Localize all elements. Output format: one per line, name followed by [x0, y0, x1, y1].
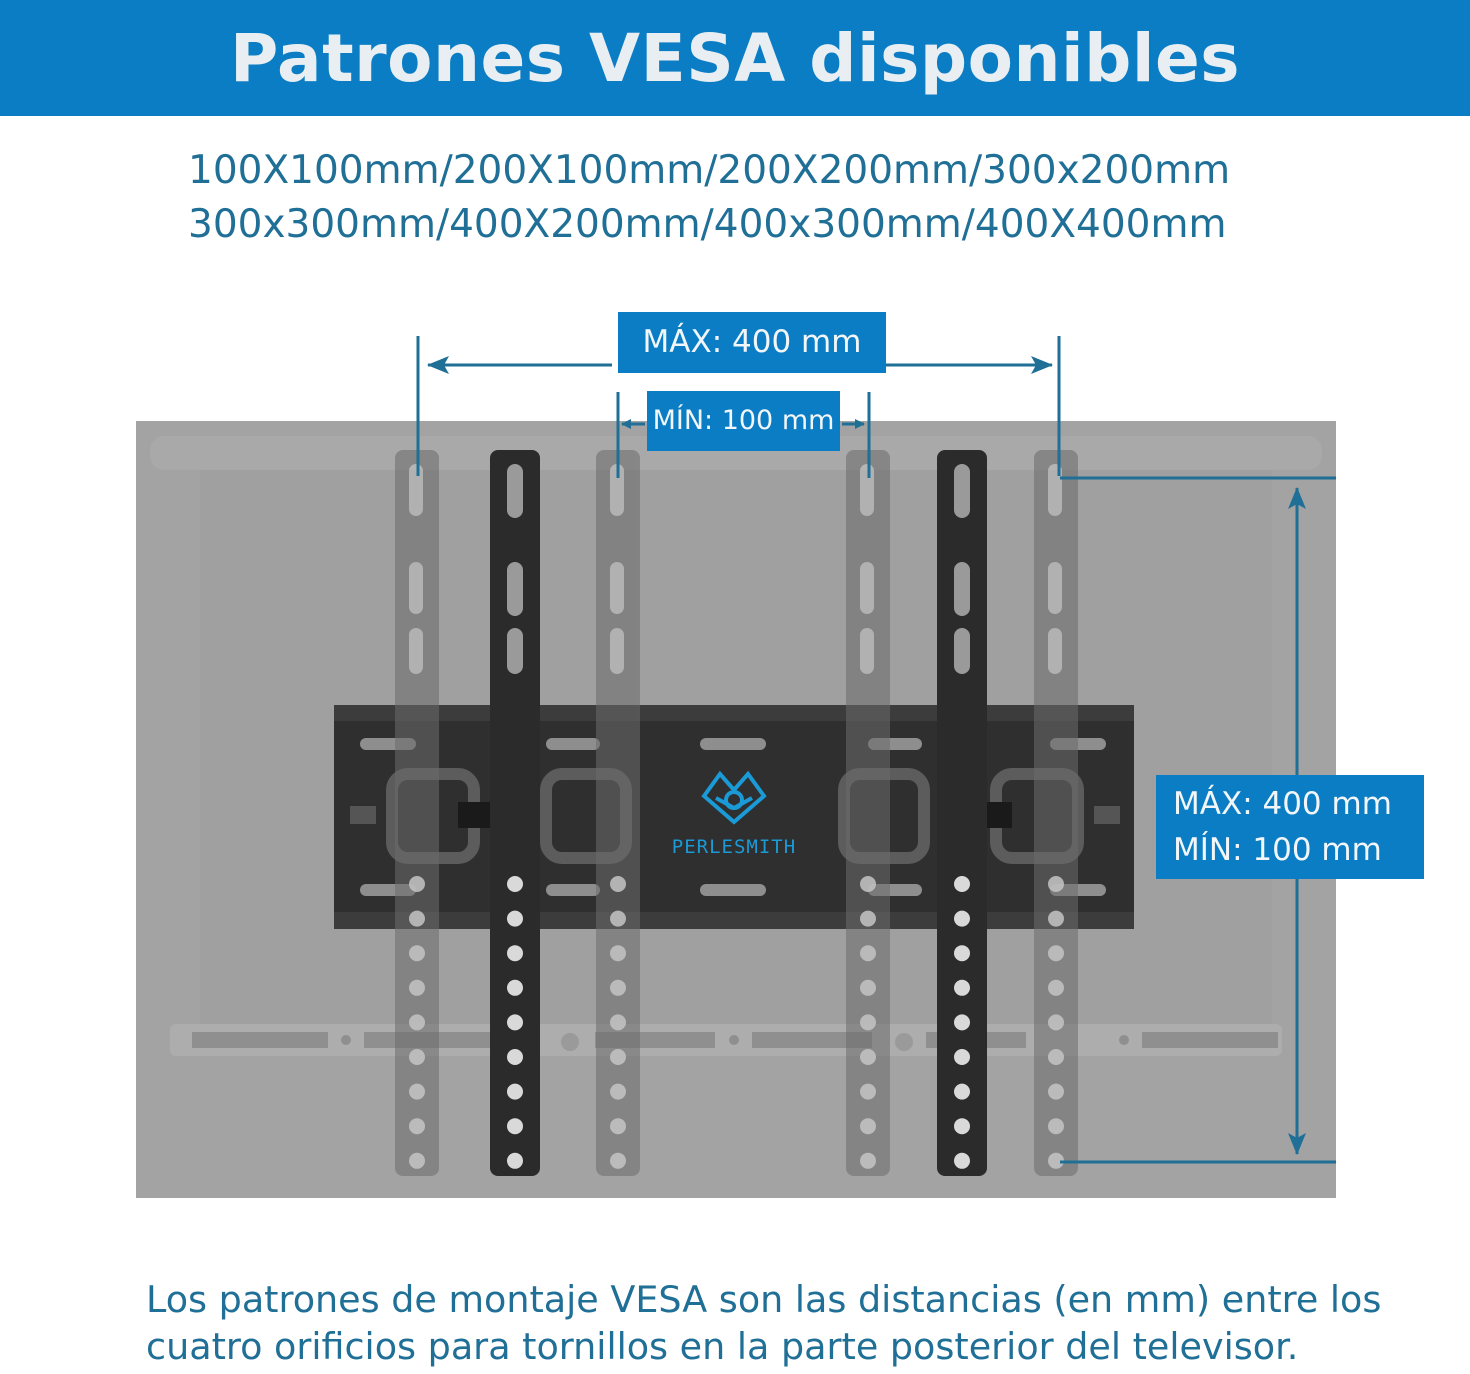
vertical-max-label: MÁX: 400 mm — [1173, 786, 1392, 822]
arm-hole — [1048, 1152, 1064, 1169]
arm-hole — [610, 1152, 626, 1169]
arm-hole — [860, 876, 876, 892]
horizontal-dimension-lines — [416, 336, 1061, 478]
arm-hole — [610, 945, 626, 962]
arm-hole — [409, 1152, 425, 1169]
arm-hole — [860, 1152, 876, 1169]
arm-hole — [954, 1152, 970, 1169]
arm-hole — [1048, 876, 1064, 892]
brand-name: PERLESMITH — [672, 836, 796, 858]
arm-hole — [610, 1118, 626, 1135]
vesa-explanation-line-2: cuatro orificios para tornillos en la pa… — [146, 1325, 1299, 1368]
arm-hole — [954, 1014, 970, 1031]
arm-hole — [860, 979, 876, 996]
arm-hole — [507, 1118, 523, 1135]
vesa-explanation-line-1: Los patrones de montaje VESA son las dis… — [146, 1278, 1382, 1321]
bracket-arm-ghost-right-outer — [1034, 450, 1078, 1176]
arm-hole — [954, 1083, 970, 1100]
arm-hole — [507, 1083, 523, 1100]
arm-hole — [409, 1014, 425, 1031]
bracket-arm-left — [490, 450, 540, 1176]
arm-hole — [610, 1049, 626, 1065]
arm-hole — [610, 1014, 626, 1031]
arm-hole — [954, 876, 970, 892]
vesa-explanation: Los patrones de montaje VESA son las dis… — [146, 1276, 1466, 1370]
arm-hole — [409, 1083, 425, 1100]
arm-hole — [507, 979, 523, 996]
bracket-arm-right — [937, 450, 987, 1176]
arm-hole — [954, 1118, 970, 1135]
arm-hole — [409, 945, 425, 962]
vertical-dimension-label: MÁX: 400 mm MÍN: 100 mm — [1156, 775, 1424, 879]
vesa-pattern-line-1: 100X100mm/200X100mm/200X200mm/300x200mm — [188, 148, 1231, 193]
arm-hole — [409, 1118, 425, 1135]
arm-hole — [610, 910, 626, 927]
title-banner: Patrones VESA disponibles — [0, 0, 1470, 116]
arm-hole-rows — [409, 876, 1064, 1169]
arm-hole — [860, 1083, 876, 1100]
arm-hole — [860, 1118, 876, 1135]
arm-hole — [954, 945, 970, 962]
arm-hole — [507, 910, 523, 927]
arm-hole — [1048, 1118, 1064, 1135]
arm-hole — [409, 979, 425, 996]
bracket-arm-ghost-left-inner — [596, 450, 640, 1176]
arm-hole — [1048, 1014, 1064, 1031]
vesa-pattern-list: 100X100mm/200X100mm/200X200mm/300x200mm … — [188, 144, 1288, 252]
arm-hole — [860, 910, 876, 927]
page-title: Patrones VESA disponibles — [229, 19, 1241, 97]
arm-hole — [610, 1083, 626, 1100]
bracket-arm-ghost-right-inner — [846, 450, 890, 1176]
vertical-min-label: MÍN: 100 mm — [1173, 832, 1382, 868]
arm-hole — [1048, 910, 1064, 927]
arm-hole — [610, 876, 626, 892]
arm-hole — [954, 1049, 970, 1065]
bracket-arm-ghost-left-outer — [395, 450, 439, 1176]
arm-hole — [507, 876, 523, 892]
arm-hole — [507, 1014, 523, 1031]
horizontal-min-label: MÍN: 100 mm — [647, 391, 840, 451]
arm-hole — [409, 876, 425, 892]
arm-hole — [954, 910, 970, 927]
arm-hole — [860, 945, 876, 962]
vertical-dimension-lines — [1060, 476, 1336, 1164]
arm-hole — [507, 1049, 523, 1065]
wall-plate — [334, 705, 1134, 929]
arm-hole — [507, 1152, 523, 1169]
horizontal-max-label: MÁX: 400 mm — [618, 312, 886, 373]
perlesmith-logo-icon — [701, 770, 767, 825]
arm-hole — [860, 1014, 876, 1031]
arm-hole — [507, 945, 523, 962]
arm-hole — [1048, 1049, 1064, 1065]
vesa-pattern-line-2: 300x300mm/400X200mm/400x300mm/400X400mm — [188, 202, 1227, 247]
arm-hole — [1048, 1083, 1064, 1100]
arm-hole — [409, 1049, 425, 1065]
arm-hole — [954, 979, 970, 996]
arm-hole — [860, 1049, 876, 1065]
tv-vent-grille — [192, 1032, 1278, 1051]
arm-hole — [1048, 945, 1064, 962]
arm-hole — [1048, 979, 1064, 996]
arm-hole — [610, 979, 626, 996]
arm-hole — [409, 910, 425, 927]
